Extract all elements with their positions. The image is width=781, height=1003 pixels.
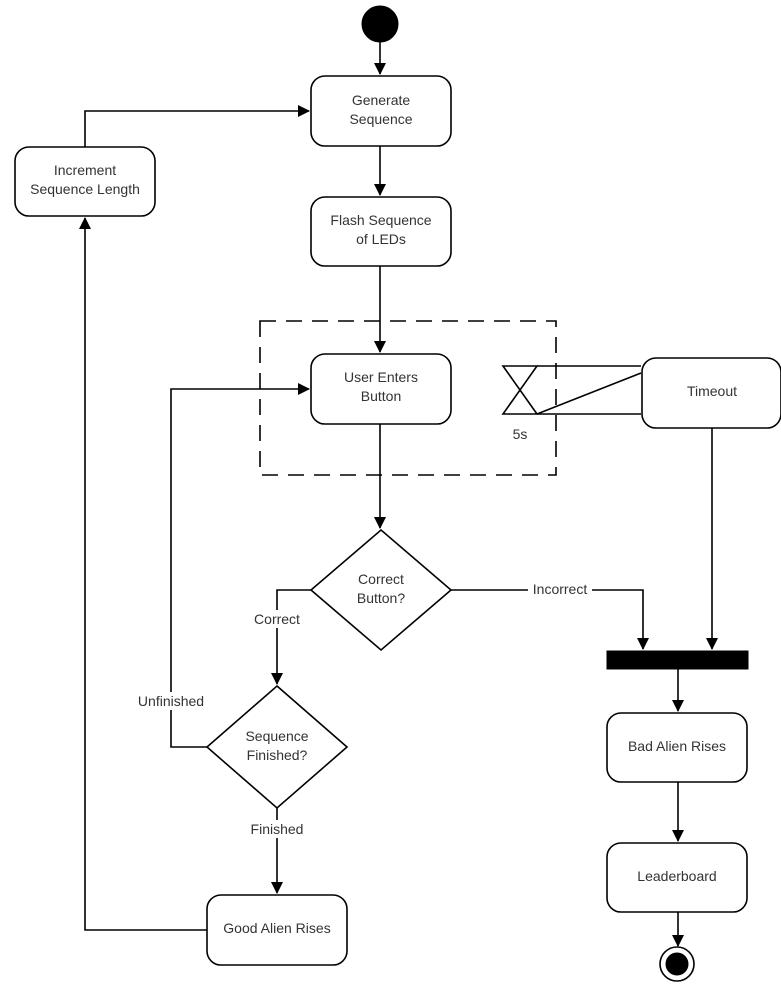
node-timer[interactable]: 5s [501, 365, 539, 442]
node-user-enters-button[interactable]: User Enters Button [310, 353, 452, 425]
node-sequence-finished-decision[interactable]: Sequence Finished? [205, 684, 349, 810]
hourglass-icon [501, 365, 539, 415]
node-bad-alien-rises[interactable]: Bad Alien Rises [606, 712, 748, 783]
node-label: User Enters [344, 369, 418, 385]
node-correct-button-decision[interactable]: Correct Button? [309, 528, 453, 652]
join-bar [606, 650, 749, 670]
node-label: Sequence [349, 111, 412, 127]
node-timeout[interactable]: Timeout [641, 357, 781, 429]
node-label: Good Alien Rises [223, 920, 330, 936]
interruptible-region [259, 320, 557, 476]
node-leaderboard[interactable]: Leaderboard [606, 842, 748, 913]
node-label: Correct [358, 571, 404, 587]
node-label: Finished? [247, 747, 308, 763]
node-label: Leaderboard [637, 868, 716, 884]
node-label: Button? [357, 590, 405, 606]
node-label: of LEDs [356, 231, 406, 247]
node-label: Sequence Length [30, 181, 140, 197]
node-label: Flash Sequence [330, 212, 431, 228]
interrupt-edge [536, 372, 642, 415]
edge-unfinished-to-user-enters [170, 383, 310, 748]
final-node [659, 946, 695, 982]
node-label: Generate [352, 92, 411, 108]
edge-label-finished: Finished [251, 821, 304, 837]
node-label: Timeout [687, 383, 737, 399]
edge-label-correct: Correct [254, 611, 300, 627]
node-increment-sequence-length[interactable]: Increment Sequence Length [14, 146, 156, 217]
initial-node [361, 5, 399, 43]
timer-label: 5s [513, 426, 528, 442]
edge-incorrect-to-join [451, 589, 649, 650]
edge-label-unfinished: Unfinished [138, 693, 204, 709]
node-generate-sequence[interactable]: Generate Sequence [310, 75, 452, 147]
edge-good-alien-to-increment [79, 217, 207, 931]
node-label: Bad Alien Rises [628, 738, 726, 754]
node-good-alien-rises[interactable]: Good Alien Rises [206, 894, 348, 966]
edge-increment-to-generate [84, 105, 310, 147]
node-flash-sequence[interactable]: Flash Sequence of LEDs [310, 196, 452, 267]
edge-label-incorrect: Incorrect [533, 581, 588, 597]
edge-correct-to-sequence-finished [271, 589, 311, 685]
node-label: Increment [54, 162, 116, 178]
node-label: Sequence [245, 728, 308, 744]
node-label: Button [361, 388, 401, 404]
